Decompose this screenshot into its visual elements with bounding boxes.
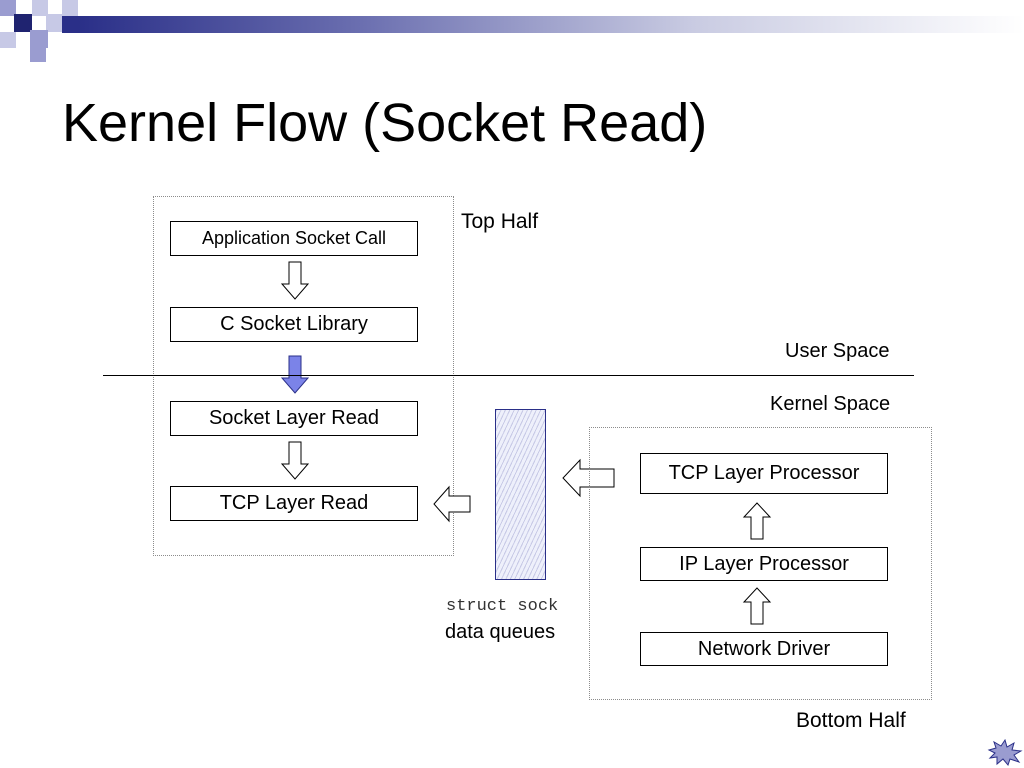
socket-layer-read-box: Socket Layer Read [170,401,418,436]
title-accent-bar [78,16,1024,33]
corner-square [30,30,48,48]
corner-square [0,32,16,48]
corner-square [32,0,48,16]
corner-square [48,0,64,16]
top-half-group [153,196,454,556]
bottom-half-label: Bottom Half [796,709,906,732]
top-half-label: Top Half [461,210,539,233]
corner-square [62,16,78,33]
tcp-layer-read-box: TCP Layer Read [170,486,418,521]
bottom-half-group [589,427,932,700]
network-driver-box: Network Driver [640,632,888,666]
corner-square [16,0,32,16]
corner-square [46,14,64,32]
down-arrow-icon [280,355,310,394]
struct-sock-data-queue [495,409,546,580]
interrupt-burst-icon [987,738,1023,767]
up-arrow-icon [742,502,772,540]
corner-square [0,0,16,16]
user-kernel-boundary-line [103,375,914,376]
application-socket-call-box: Application Socket Call [170,221,418,256]
left-arrow-icon [433,485,471,523]
corner-square [30,46,46,62]
up-arrow-icon [742,587,772,625]
struct-sock-label: struct sock [446,597,559,616]
user-space-label: User Space [785,340,890,362]
kernel-space-label: Kernel Space [770,393,891,415]
corner-square [62,0,78,16]
down-arrow-icon [280,441,310,480]
slide-title: Kernel Flow (Socket Read) [62,93,708,153]
ip-layer-processor-box: IP Layer Processor [640,547,888,581]
c-socket-library-box: C Socket Library [170,307,418,342]
tcp-layer-processor-box: TCP Layer Processor [640,453,888,494]
corner-square [14,14,32,32]
left-arrow-icon [562,458,615,498]
data-queues-label: data queues [445,621,556,643]
down-arrow-icon [280,261,310,300]
